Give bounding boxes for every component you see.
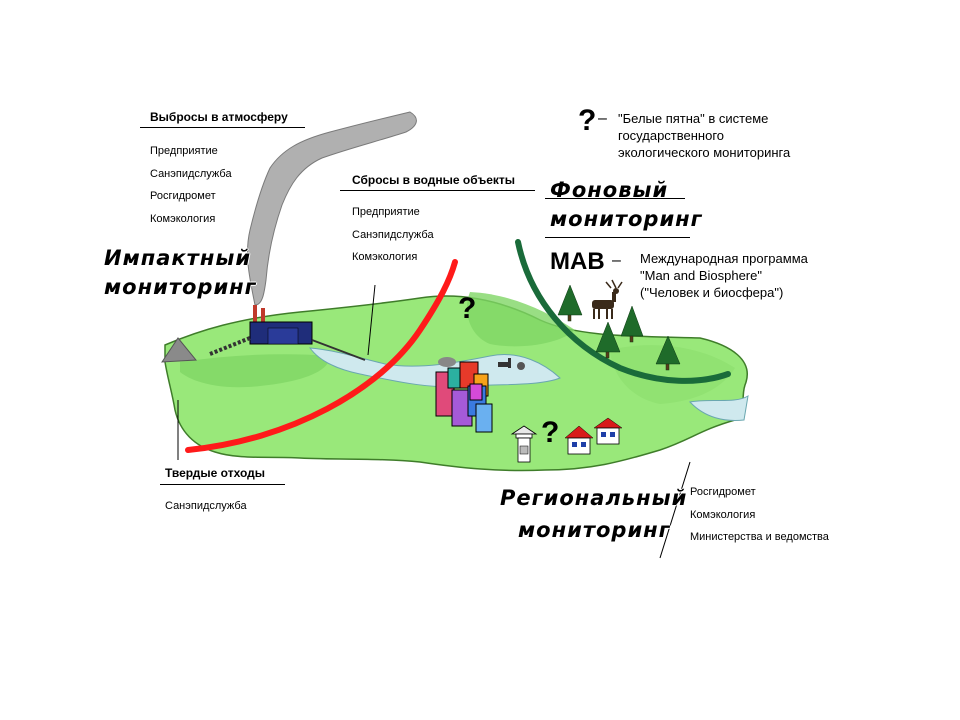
regional-monitoring-line2: мониторинг (518, 518, 671, 542)
factory-pipe (209, 336, 251, 356)
white-spots-note: "Белые пятна" в системе государственного… (618, 110, 790, 161)
impact-monitoring-line2: мониторинг (104, 275, 257, 299)
regional-item: Росгидромет (690, 486, 756, 498)
white-spots-question-icon: ? (578, 104, 597, 137)
factory-stack (253, 305, 257, 327)
discharges-title: Сбросы в водные объекты (352, 173, 516, 187)
question-mark-icon: ? (458, 292, 477, 325)
emissions-item: Росгидромет (150, 190, 216, 202)
house-icon (593, 417, 623, 445)
mab-note: Международная программа "Man and Biosphe… (640, 250, 808, 301)
river-outlet (689, 394, 749, 421)
solid-waste-title: Твердые отходы (165, 466, 265, 480)
house-icon (510, 425, 538, 463)
mountain (161, 337, 198, 363)
question-mark-icon: ? (541, 416, 560, 449)
background-arc (515, 239, 731, 384)
factory-stack (261, 308, 265, 327)
white-spots-dash: – (598, 110, 607, 127)
mab-label: МАВ (550, 248, 605, 275)
emissions-item: Санэпидслужба (150, 168, 232, 180)
background-monitoring-line2: мониторинг (550, 207, 703, 231)
discharges-divider (340, 190, 535, 191)
impact-monitoring-line1: Импактный (104, 246, 252, 270)
discharge-pointer (367, 284, 376, 356)
emissions-divider (140, 127, 305, 128)
emissions-item: Комэкология (150, 213, 216, 225)
river (308, 347, 561, 388)
mab-line: ("Человек и биосфера") (640, 285, 784, 300)
field-patch (610, 345, 735, 404)
solid-waste-divider (160, 484, 285, 485)
smoke-plume (247, 111, 417, 306)
background-divider (545, 198, 685, 199)
discharges-item: Санэпидслужба (352, 229, 434, 241)
regional-monitoring-line1: Региональный (500, 486, 688, 510)
pump-station-icon (438, 357, 525, 370)
house-icon (564, 425, 594, 455)
discharges-item: Предприятие (352, 206, 420, 218)
background-divider (545, 237, 690, 238)
field-patch (180, 354, 330, 388)
white-spots-line: экологического мониторинга (618, 145, 791, 160)
factory-building (267, 327, 299, 345)
field-patch (466, 292, 575, 347)
deer-icon (592, 279, 623, 319)
regional-pointer (659, 461, 691, 559)
emissions-item: Предприятие (150, 145, 218, 157)
white-spots-line: "Белые пятна" в системе (618, 111, 769, 126)
discharges-item: Комэкология (352, 251, 418, 263)
factory-pipe (311, 339, 366, 361)
emissions-title: Выбросы в атмосферу (150, 110, 288, 124)
tree-icon (557, 284, 681, 371)
regional-item: Министерства и ведомства (690, 531, 829, 543)
regional-item: Комэкология (690, 509, 756, 521)
impact-arc (185, 259, 458, 453)
mab-dash: – (612, 252, 621, 269)
white-spots-line: государственного (618, 128, 725, 143)
mab-line: Международная программа (640, 251, 808, 266)
mab-line: "Man and Biosphere" (640, 268, 762, 283)
solid-waste-item: Санэпидслужба (165, 500, 247, 512)
city-buildings-icon (435, 361, 493, 433)
